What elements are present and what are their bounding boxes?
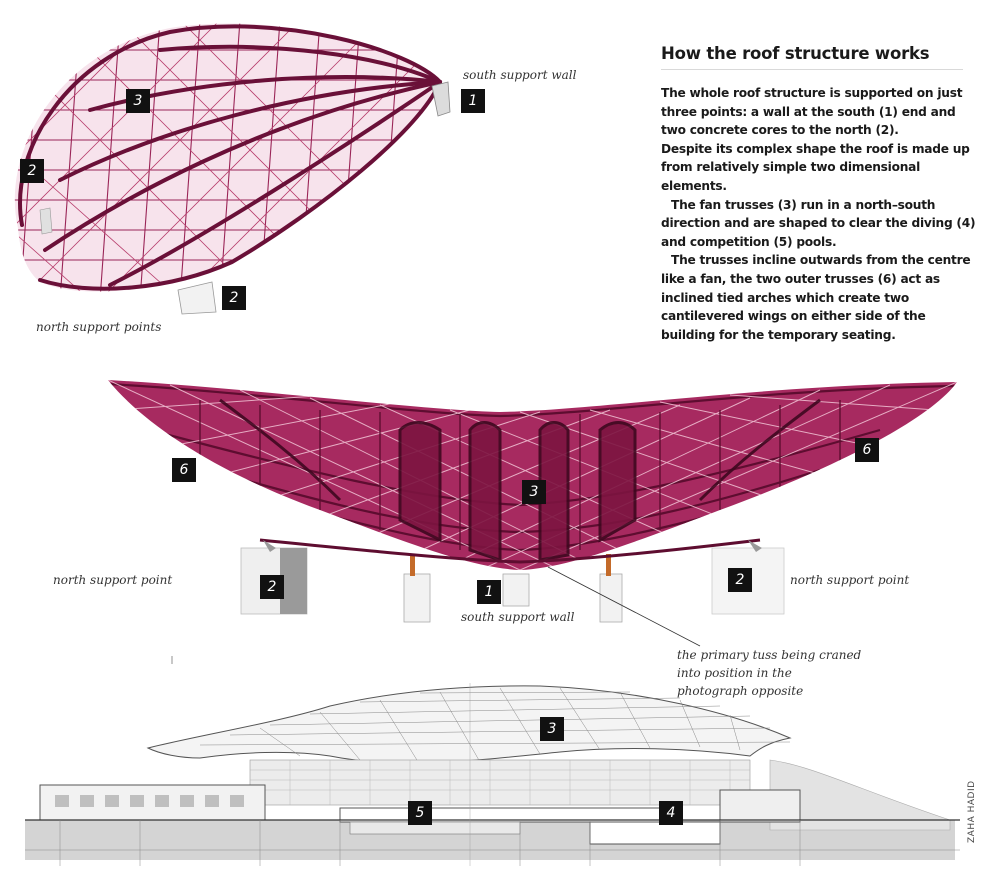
marker-4-section: 4 bbox=[659, 801, 683, 825]
caption-south-support-wall-elevation: south support wall bbox=[461, 610, 575, 624]
marker-2-elevation-right: 2 bbox=[728, 568, 752, 592]
caption-line: the primary tuss being craned bbox=[677, 648, 862, 662]
marker-6-left: 6 bbox=[172, 458, 196, 482]
roof-plan-view bbox=[14, 23, 451, 315]
article-paragraph: Despite its complex shape the roof is ma… bbox=[661, 141, 970, 193]
marker-1-plan: 1 bbox=[461, 89, 485, 113]
marker-3-section: 3 bbox=[540, 717, 564, 741]
caption-primary-truss-note: the primary tuss being craned into posit… bbox=[677, 646, 877, 700]
marker-2-elevation-left: 2 bbox=[260, 575, 284, 599]
article-paragraph: The fan trusses (3) run in a north–south… bbox=[661, 197, 976, 249]
article-paragraph: The whole roof structure is supported on… bbox=[661, 86, 963, 138]
article-body: The whole roof structure is supported on… bbox=[661, 84, 977, 344]
marker-1-elevation: 1 bbox=[477, 580, 501, 604]
marker-3-plan: 3 bbox=[126, 89, 150, 113]
roof-elevation-view bbox=[108, 380, 957, 647]
caption-north-support-points: north support points bbox=[36, 320, 162, 334]
article-heading: How the roof structure works bbox=[661, 44, 963, 70]
caption-north-support-point-right: north support point bbox=[790, 573, 910, 587]
marker-3-elevation: 3 bbox=[522, 480, 546, 504]
marker-6-right: 6 bbox=[855, 438, 879, 462]
caption-line: photograph opposite bbox=[677, 684, 804, 698]
marker-2-plan-left: 2 bbox=[20, 159, 44, 183]
caption-line: into position in the bbox=[677, 666, 792, 680]
marker-5-section: 5 bbox=[408, 801, 432, 825]
marker-2-plan-bottom: 2 bbox=[222, 286, 246, 310]
caption-north-support-point-left: north support point bbox=[53, 573, 173, 587]
article-paragraph: The trusses incline outwards from the ce… bbox=[661, 253, 971, 342]
caption-south-support-wall-plan: south support wall bbox=[463, 68, 577, 82]
building-section-view bbox=[25, 683, 960, 866]
credit-label: ZAHA HADID bbox=[967, 780, 977, 843]
